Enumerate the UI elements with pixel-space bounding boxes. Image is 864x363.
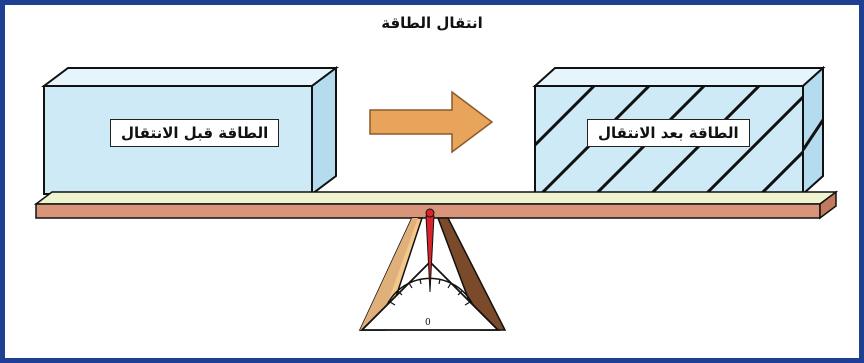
right-box-label: الطاقة بعد الانتقال [587, 119, 750, 147]
beam-top [36, 192, 836, 204]
diagram-title: انتقال الطاقة [0, 14, 864, 32]
needle-pivot [426, 209, 434, 217]
right-box-top [535, 68, 823, 86]
left-box-side [312, 68, 336, 194]
balance-beam [36, 192, 836, 218]
dial-zero-label: 0 [425, 318, 431, 328]
transfer-arrow-icon [370, 92, 492, 152]
left-box-top [44, 68, 336, 86]
right-box-side [803, 68, 823, 194]
scale-stand [360, 209, 505, 330]
left-box-label: الطاقة قبل الانتقال [110, 119, 279, 147]
